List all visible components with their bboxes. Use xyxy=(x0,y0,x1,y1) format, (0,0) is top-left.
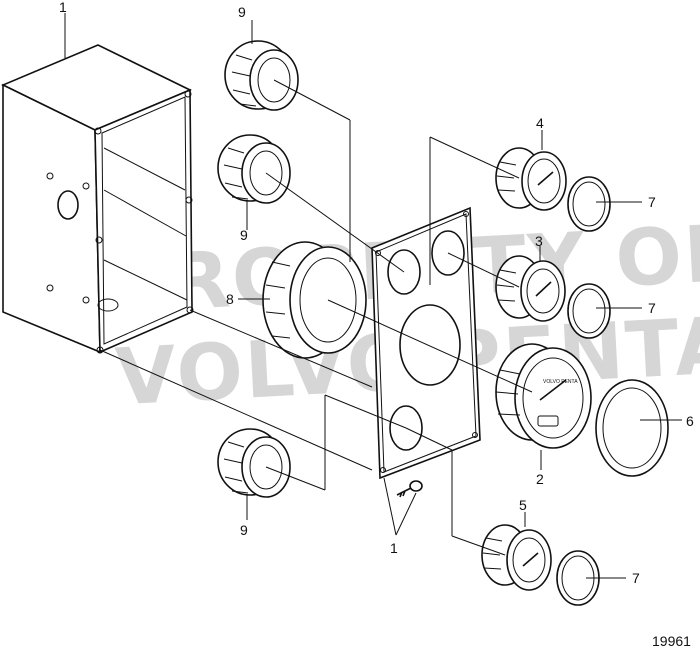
gauge-brand-label: VOLVO PENTA xyxy=(543,379,578,385)
callout-6: 6 xyxy=(686,413,694,429)
instrument-panel xyxy=(371,206,481,480)
gauge-5 xyxy=(481,524,552,591)
callout-7-c: 7 xyxy=(632,570,640,586)
bezel-ring-7-a xyxy=(567,176,611,232)
bezel-ring-7-b xyxy=(567,283,611,339)
callout-2: 2 xyxy=(536,471,544,487)
bezel-ring-6 xyxy=(595,379,669,477)
screw xyxy=(396,480,423,498)
callout-4: 4 xyxy=(536,115,544,131)
nut-9-mid xyxy=(217,134,291,204)
figure-number: 19961 xyxy=(652,633,691,649)
gauge-4 xyxy=(495,147,567,211)
callout-leaders xyxy=(64,13,682,579)
gauge-2-tachometer: VOLVO PENTA xyxy=(495,343,592,449)
assembly-lines xyxy=(99,79,533,556)
callout-7-b: 7 xyxy=(648,300,656,316)
nut-9-top xyxy=(224,40,299,111)
callout-7-a: 7 xyxy=(648,194,656,210)
callout-1-box: 1 xyxy=(59,0,67,15)
callouts: 1 9 9 8 9 4 7 3 7 6 2 5 7 1 xyxy=(59,0,694,586)
callout-3: 3 xyxy=(535,233,543,249)
nut-9-bottom xyxy=(217,428,291,498)
gauge-3 xyxy=(495,255,566,322)
callout-9-mid: 9 xyxy=(240,227,248,243)
callout-8: 8 xyxy=(226,291,234,307)
instrument-box xyxy=(1,44,194,354)
callout-1-screws: 1 xyxy=(390,540,398,556)
callout-9-bottom: 9 xyxy=(240,522,248,538)
large-nut-8 xyxy=(262,241,367,359)
callout-5: 5 xyxy=(519,497,527,513)
callout-9-top: 9 xyxy=(238,4,246,20)
